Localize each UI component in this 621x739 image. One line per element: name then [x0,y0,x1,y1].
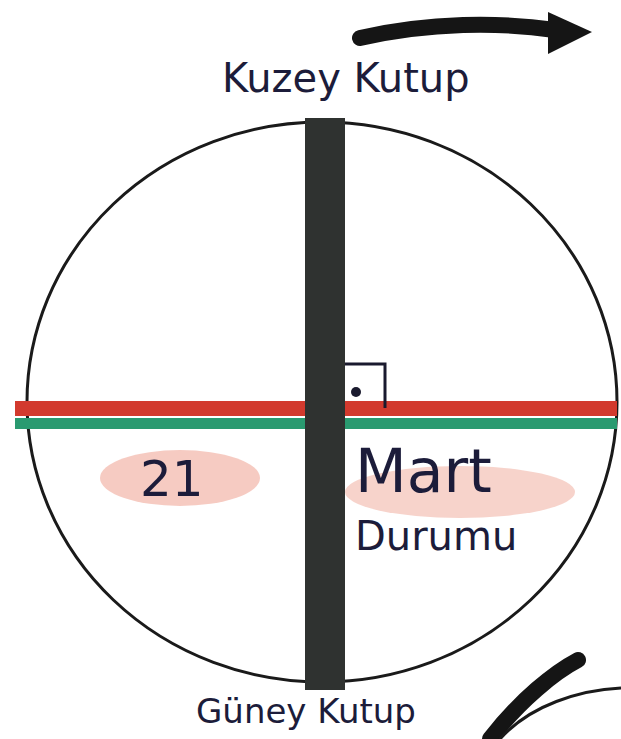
pole-label: Güney Kutup [196,693,416,730]
right-angle-dot [351,387,361,397]
next-earth-circle [500,688,621,739]
earth-circle-node: 21 Mart Durumu [27,122,617,682]
text-slot: 21 [140,452,204,507]
date-number: 21 [140,452,204,507]
label-slot: Güney Kutup [196,693,416,730]
pole-label: Kuzey Kutup [222,56,470,100]
highlight [100,450,260,506]
date-label: Mart Durumu [355,438,585,558]
rotation-arrow [360,25,555,38]
right-angle-mark [345,364,385,408]
label-slot: Kuzey Kutup [222,56,470,100]
text-slot: Mart Durumu [355,438,585,558]
earth-axis [305,118,345,690]
arrow-head [548,12,592,54]
